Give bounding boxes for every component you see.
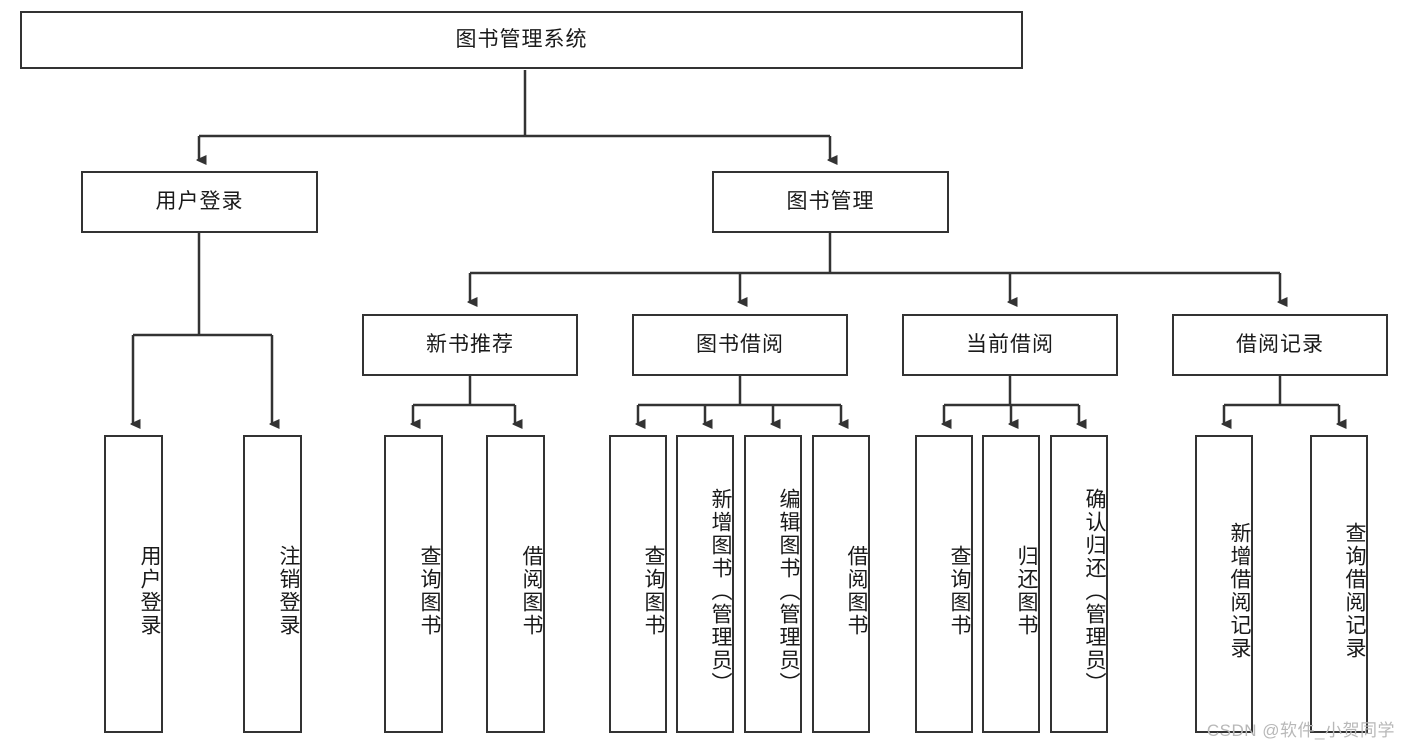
leaf-query-book-recommend[interactable]: 查询图书 xyxy=(384,435,443,733)
leaf-confirm-return-admin[interactable]: 确认归还（管理员） xyxy=(1050,435,1108,733)
node-user-login[interactable]: 用户登录 xyxy=(81,171,318,233)
leaf-logout[interactable]: 注销登录 xyxy=(243,435,302,733)
leaf-query-borrow-record[interactable]: 查询借阅记录 xyxy=(1310,435,1368,733)
node-book-borrow[interactable]: 图书借阅 xyxy=(632,314,848,376)
leaf-edit-book-admin[interactable]: 编辑图书（管理员） xyxy=(744,435,802,733)
node-current-borrow[interactable]: 当前借阅 xyxy=(902,314,1118,376)
leaf-return-book[interactable]: 归还图书 xyxy=(982,435,1040,733)
leaf-add-book-admin[interactable]: 新增图书（管理员） xyxy=(676,435,734,733)
node-new-book-recommend[interactable]: 新书推荐 xyxy=(362,314,578,376)
leaf-borrow-book-recommend[interactable]: 借阅图书 xyxy=(486,435,545,733)
node-root-system[interactable]: 图书管理系统 xyxy=(20,11,1023,69)
leaf-query-book-current[interactable]: 查询图书 xyxy=(915,435,973,733)
leaf-borrow-book[interactable]: 借阅图书 xyxy=(812,435,870,733)
node-book-management[interactable]: 图书管理 xyxy=(712,171,949,233)
leaf-user-login[interactable]: 用户登录 xyxy=(104,435,163,733)
watermark-text: CSDN @软件_小贺同学 xyxy=(1206,721,1395,740)
node-borrow-record[interactable]: 借阅记录 xyxy=(1172,314,1388,376)
leaf-add-borrow-record[interactable]: 新增借阅记录 xyxy=(1195,435,1253,733)
leaf-query-book-borrow[interactable]: 查询图书 xyxy=(609,435,667,733)
